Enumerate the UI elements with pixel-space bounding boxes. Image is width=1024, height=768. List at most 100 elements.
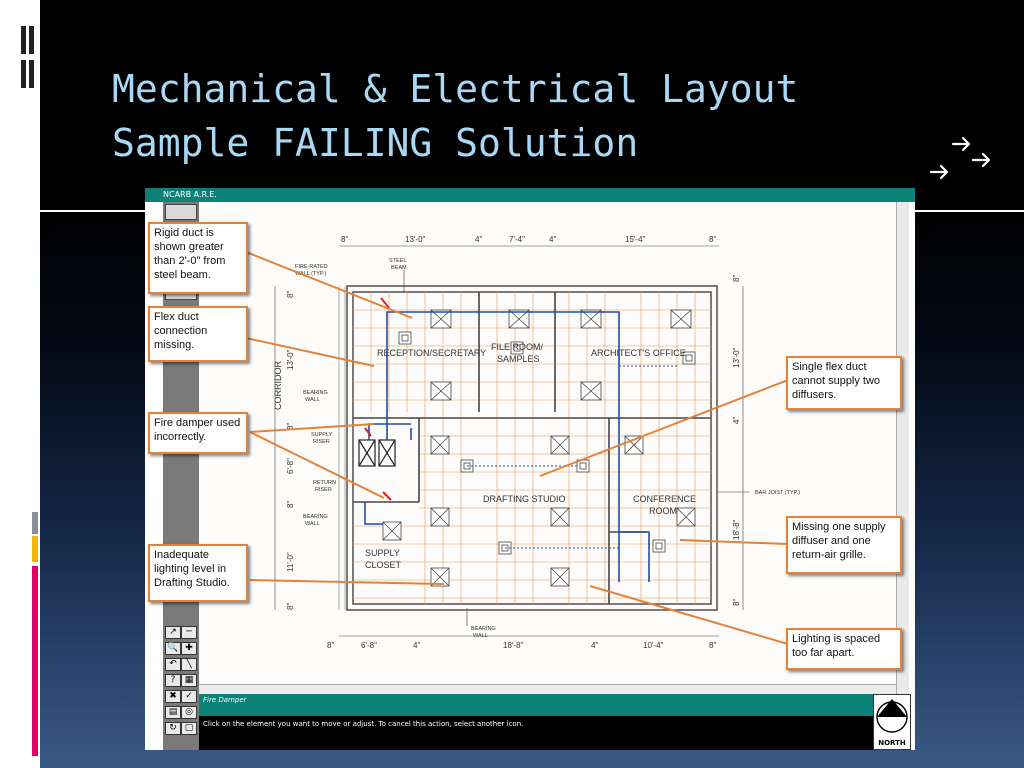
svg-text:8": 8"	[732, 599, 741, 606]
horizontal-scrollbar[interactable]	[199, 684, 896, 695]
svg-text:8": 8"	[341, 235, 348, 244]
svg-text:15'-4": 15'-4"	[625, 235, 646, 244]
svg-text:8": 8"	[709, 641, 716, 650]
callout-flex-duct-connection: Flex duct connection missing.	[148, 306, 248, 362]
svg-text:8": 8"	[732, 275, 741, 282]
status-text: Fire Damper	[203, 696, 247, 704]
help-tool-button[interactable]: ?	[165, 674, 181, 687]
svg-text:8": 8"	[286, 603, 295, 610]
ductwork	[364, 311, 650, 582]
zoom-in-button[interactable]: 🔍	[165, 642, 181, 655]
callout-lighting-spaced: Lighting is spaced too far apart.	[786, 628, 902, 670]
svg-text:SUPPLY: SUPPLY	[311, 432, 333, 438]
eye-tool-button[interactable]: ◎	[181, 706, 197, 719]
svg-text:WALL (TYP.): WALL (TYP.)	[295, 271, 326, 277]
svg-text:BEARING: BEARING	[303, 514, 328, 520]
svg-text:BEARING: BEARING	[471, 626, 496, 632]
svg-text:SUPPLY: SUPPLY	[365, 548, 400, 558]
svg-text:RECEPTION/SECRETARY: RECEPTION/SECRETARY	[377, 348, 486, 358]
instruction-text: Click on the element you want to move or…	[203, 720, 524, 728]
svg-text:8": 8"	[286, 291, 295, 298]
callout-rigid-duct: Rigid duct is shown greater than 2'-0" f…	[148, 222, 248, 294]
svg-text:RISER: RISER	[315, 487, 332, 493]
select-tool-button[interactable]: ▢	[181, 722, 197, 735]
diffusers	[382, 309, 696, 587]
svg-text:CORRIDOR: CORRIDOR	[273, 361, 283, 410]
accent-bar-pink	[32, 566, 38, 756]
layers-tool-button[interactable]: ▤	[165, 706, 181, 719]
title-line-1: Mechanical & Electrical Layout	[112, 67, 799, 111]
svg-text:8": 8"	[286, 423, 295, 430]
grid-tool-button[interactable]: ▦	[181, 674, 197, 687]
svg-text:DRAFTING STUDIO: DRAFTING STUDIO	[483, 494, 566, 504]
svg-text:4": 4"	[732, 417, 741, 424]
svg-text:STEEL: STEEL	[389, 258, 406, 264]
accent-bar-yellow	[32, 536, 38, 562]
svg-text:4": 4"	[475, 235, 482, 244]
fire-dampers	[364, 297, 392, 501]
north-label: NORTH	[878, 739, 906, 747]
pencil-tool-button[interactable]	[165, 204, 197, 220]
arrows-icon	[929, 136, 991, 180]
move-tool-button[interactable]: ✚	[181, 642, 197, 655]
check-tool-button[interactable]: ✓	[181, 690, 197, 703]
title-line-2: Sample FAILING Solution	[112, 121, 639, 165]
svg-text:BEAM: BEAM	[391, 265, 407, 271]
svg-text:FILE ROOM/: FILE ROOM/	[491, 342, 544, 352]
svg-text:4": 4"	[413, 641, 420, 650]
status-bar: Fire Damper	[199, 694, 873, 716]
erase-tool-button[interactable]: ✖	[165, 690, 181, 703]
dimension-lines	[274, 245, 744, 637]
svg-text:FIRE-RATED: FIRE-RATED	[295, 264, 328, 270]
app-titlebar: NCARB A.R.E.	[145, 188, 915, 202]
svg-text:CONFERENCE: CONFERENCE	[633, 494, 696, 504]
callout-fire-damper: Fire damper used incorrectly.	[148, 412, 248, 454]
svg-text:8": 8"	[286, 501, 295, 508]
svg-text:WALL: WALL	[305, 521, 320, 527]
svg-text:BAR JOIST (TYP.): BAR JOIST (TYP.)	[755, 490, 800, 496]
svg-text:RISER: RISER	[313, 439, 330, 445]
svg-text:BEARING: BEARING	[303, 390, 328, 396]
undo-tool-button[interactable]: ↶	[165, 658, 181, 671]
svg-text:4": 4"	[591, 641, 598, 650]
svg-text:WALL: WALL	[305, 397, 320, 403]
window-panes-icon	[18, 20, 38, 100]
app-window: NCARB A.R.E. ↗ ─ 🔍 ✚ ↶ ╲ ? ▦ ✖ ✓ ▤ ◎ ↻ ▢	[145, 188, 915, 750]
line-tool-button[interactable]: ─	[181, 626, 197, 639]
svg-text:SAMPLES: SAMPLES	[497, 354, 540, 364]
slide-title: Mechanical & Electrical Layout Sample FA…	[112, 62, 872, 170]
left-dimensions: 8" 13'-0" 8" 6'-8" 8" 11'-0" 8"	[286, 291, 295, 610]
instruction-bar: Click on the element you want to move or…	[199, 716, 873, 750]
svg-text:18'-8": 18'-8"	[732, 519, 741, 540]
compass-icon	[876, 699, 908, 733]
svg-text:8": 8"	[327, 641, 334, 650]
svg-text:11'-0": 11'-0"	[286, 552, 295, 572]
svg-text:8": 8"	[709, 235, 716, 244]
svg-text:13'-0": 13'-0"	[732, 347, 741, 368]
callout-single-flex-duct: Single flex duct cannot supply two diffu…	[786, 356, 902, 410]
svg-text:RETURN: RETURN	[313, 480, 336, 486]
svg-text:ARCHITECT'S OFFICE: ARCHITECT'S OFFICE	[591, 348, 686, 358]
plan-annotations: FIRE-RATED WALL (TYP.) STEEL BEAM BEARIN…	[295, 258, 800, 639]
top-dimensions: 8" 13'-0" 4" 7'-4" 4" 15'-4" 8"	[341, 235, 716, 244]
callout-lighting-level: Inadequate lighting level in Drafting St…	[148, 544, 248, 602]
svg-text:4": 4"	[549, 235, 556, 244]
rotate-tool-button[interactable]: ↻	[165, 722, 181, 735]
room-labels: RECEPTION/SECRETARY FILE ROOM/ SAMPLES A…	[273, 342, 696, 570]
building-exterior-wall	[346, 285, 718, 611]
sketch-tool-button[interactable]: ↗	[165, 626, 181, 639]
bottom-dimensions: 8" 6'-8" 4" 18'-8" 4" 10'-4" 8"	[327, 641, 716, 650]
svg-text:7'-4": 7'-4"	[509, 235, 525, 244]
north-arrow: NORTH	[873, 694, 911, 750]
adjust-tool-button[interactable]: ╲	[181, 658, 197, 671]
svg-text:18'-8": 18'-8"	[503, 641, 524, 650]
svg-text:ROOM: ROOM	[649, 506, 677, 516]
svg-text:13'-0": 13'-0"	[286, 349, 295, 370]
accent-bar-gray	[32, 512, 38, 534]
svg-text:13'-0": 13'-0"	[405, 235, 426, 244]
floor-plan-drawing: RECEPTION/SECRETARY FILE ROOM/ SAMPLES A…	[199, 202, 896, 684]
svg-text:6'-8": 6'-8"	[286, 458, 295, 474]
svg-text:CLOSET: CLOSET	[365, 560, 402, 570]
callout-missing-supply: Missing one supply diffuser and one retu…	[786, 516, 902, 574]
